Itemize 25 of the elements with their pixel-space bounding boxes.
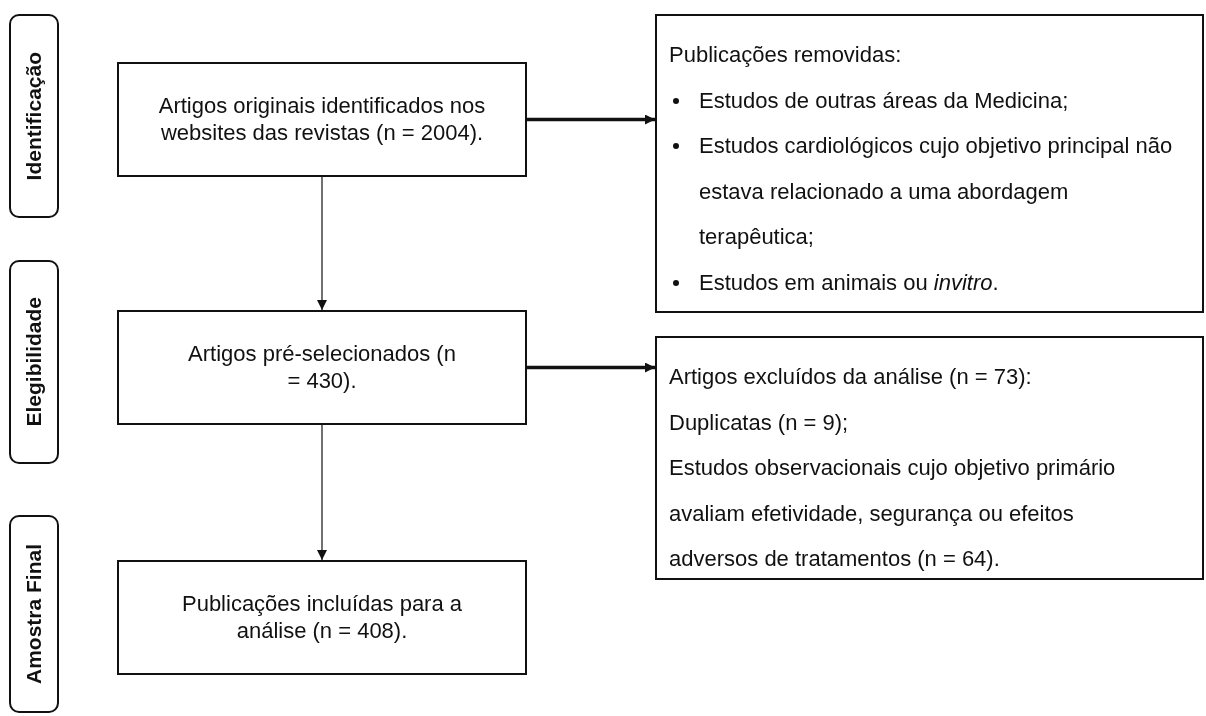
arrow — [317, 176, 327, 311]
stage-label-box — [9, 14, 59, 218]
exclusion-box — [655, 336, 1204, 580]
stage-label: Amostra Final — [22, 544, 46, 684]
process-box — [117, 62, 527, 177]
list-item: Duplicatas (n = 9); — [669, 408, 850, 437]
arrow — [527, 114, 655, 125]
bullet-item: Estudos de outras áreas da Medicina; — [699, 86, 1070, 115]
box-heading: Publicações removidas: — [669, 41, 903, 69]
stage-label-box — [9, 260, 59, 464]
box-text: Artigos pré-selecionados (n = 430). — [187, 341, 457, 394]
arrow — [527, 362, 655, 373]
box-text: Publicações incluídas para a análise (n = 408). — [180, 591, 464, 644]
process-box — [117, 310, 527, 425]
bullet-item: Estudos cardiológicos cujo objetivo principal não estava relacionado a uma abordagem terapêutica; — [699, 132, 1174, 251]
bullet-item: Estudos em animais ou invitro. — [699, 268, 1000, 297]
process-box — [117, 560, 527, 675]
stage-label-box — [9, 515, 59, 713]
box-heading: Artigos excluídos da análise (n = 73): — [669, 363, 1033, 391]
stage-label: Elegibilidade — [22, 297, 46, 427]
list-item: Estudos observacionais cujo objetivo primário avaliam efetividade, segurança ou efeitos adversos de tratamentos (n = 64). — [669, 454, 1117, 573]
stage-label: Identificação — [22, 51, 46, 181]
arrow — [317, 424, 327, 561]
box-text: Artigos originais identificados nos websites das revistas (n = 2004). — [157, 93, 487, 146]
exclusion-box — [655, 14, 1204, 313]
